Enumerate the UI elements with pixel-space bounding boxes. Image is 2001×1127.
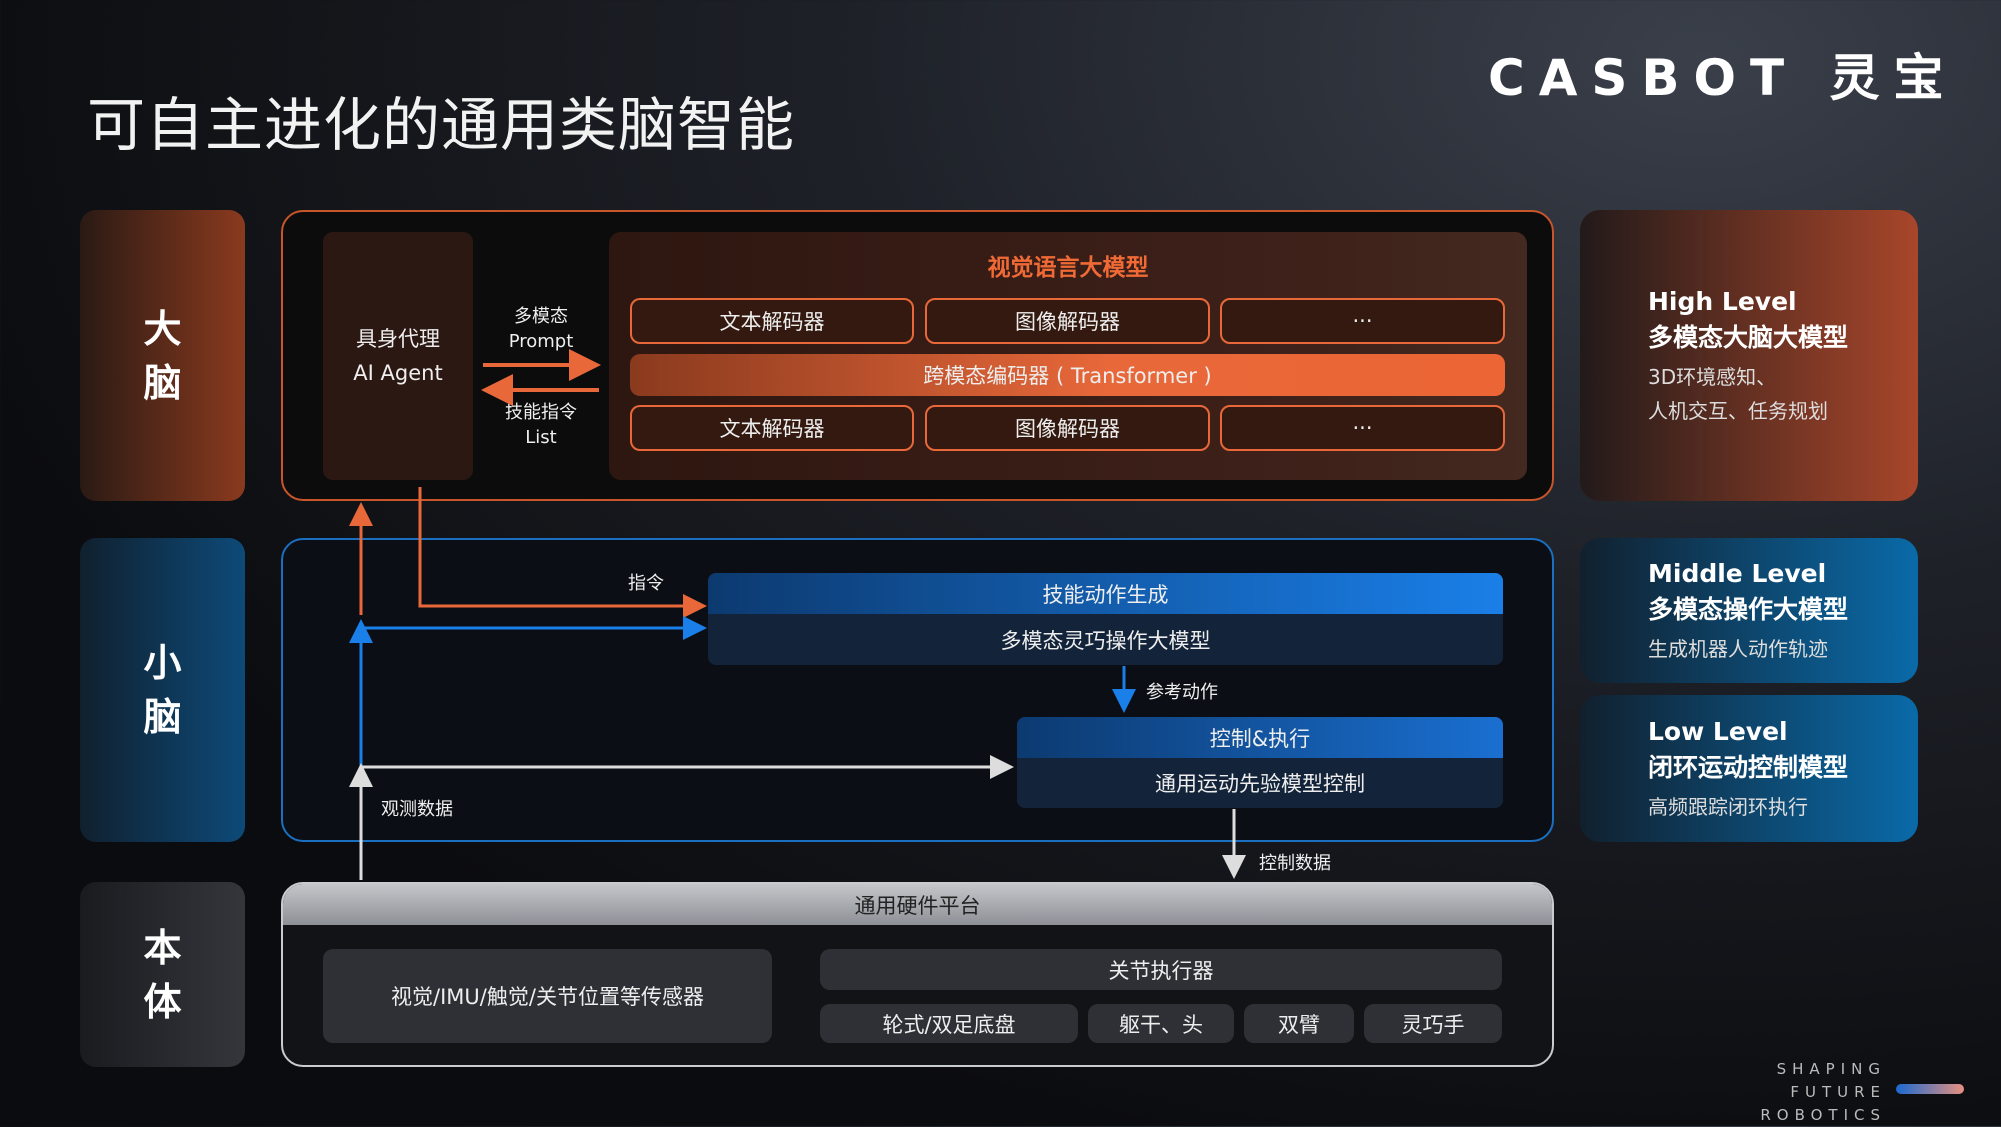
arms-box: 双臂 [1244,1004,1354,1043]
control-box: 控制&执行 通用运动先验模型控制 [1017,717,1503,808]
instruction-arrow [418,487,707,618]
sensors-box: 视觉/IMU/触觉/关节位置等传感器 [323,949,772,1043]
casbot-logo: CASBOT 灵宝 [1488,49,1958,107]
prompt-label: 多模态 Prompt [483,304,599,354]
hardware-platform-header: 通用硬件平台 [283,884,1552,925]
skill-gen-body: 多模态灵巧操作大模型 [1000,628,1211,653]
more-decoders-1: ··· [1220,298,1505,344]
tagline-line1: SHAPING FUTURE [1776,1060,1886,1101]
high-level-card: High Level 多模态大脑大模型 3D环境感知、 人机交互、任务规划 [1580,210,1918,501]
instruction-label: 指令 [628,573,664,594]
agent-cn: 具身代理 [356,327,440,351]
reference-action-label: 参考动作 [1146,682,1218,703]
page-title: 可自主进化的通用类脑智能 [87,91,796,159]
middle-level-card: Middle Level 多模态操作大模型 生成机器人动作轨迹 [1580,538,1918,683]
text-decoder-2: 文本解码器 [630,405,914,451]
control-data-label: 控制数据 [1259,853,1331,874]
low-level-title: Low Level [1648,716,1788,746]
torso-head-box: 躯干、头 [1088,1004,1234,1043]
layer-brain: 大 脑 [80,210,245,501]
skill-generation-box: 技能动作生成 多模态灵巧操作大模型 [708,573,1503,665]
vlm-box: 视觉语言大模型 文本解码器 图像解码器 ··· 跨模态编码器 ( Transfo… [609,232,1527,480]
skill-gen-header: 技能动作生成 [708,573,1503,614]
middle-level-title: Middle Level [1648,558,1827,588]
accent-bar [1896,1084,1964,1094]
high-level-name: 多模态大脑大模型 [1648,322,1849,352]
layer-cerebellum: 小 脑 [80,538,245,842]
control-header: 控制&执行 [1017,717,1503,758]
image-decoder-2: 图像解码器 [925,405,1210,451]
middle-level-desc: 生成机器人动作轨迹 [1648,636,1828,661]
tagline-line2: ROBOTICS [1760,1106,1886,1124]
control-body: 通用运动先验模型控制 [1155,772,1365,796]
chassis-box: 轮式/双足底盘 [820,1004,1078,1043]
vlm-title: 视觉语言大模型 [987,255,1149,281]
image-decoder-1: 图像解码器 [925,298,1210,344]
low-level-name: 闭环运动控制模型 [1648,752,1849,782]
tagline: SHAPING FUTURE ROBOTICS [1680,1058,1886,1127]
low-level-desc: 高频跟踪闭环执行 [1648,794,1808,819]
high-level-desc: 3D环境感知、 人机交互、任务规划 [1648,364,1828,423]
ai-agent-box: 具身代理 AI Agent [323,232,473,480]
prompt-en: Prompt [508,331,574,352]
agent-en: AI Agent [353,361,443,385]
skill-en: List [525,427,557,448]
cross-modal-encoder: 跨模态编码器 ( Transformer ) [630,354,1505,396]
low-level-card: Low Level 闭环运动控制模型 高频跟踪闭环执行 [1580,695,1918,842]
observation-label: 观测数据 [381,799,453,820]
prompt-cn: 多模态 [514,306,568,327]
skill-cn: 技能指令 [505,402,577,423]
text-decoder-1: 文本解码器 [630,298,914,344]
high-level-title: High Level [1648,286,1797,316]
skill-list-label: 技能指令 List [483,400,599,450]
joint-actuator-box: 关节执行器 [820,949,1502,990]
more-decoders-2: ··· [1220,405,1505,451]
middle-level-name: 多模态操作大模型 [1648,594,1849,624]
layer-body: 本 体 [80,882,245,1067]
dexterous-hand-box: 灵巧手 [1364,1004,1502,1043]
